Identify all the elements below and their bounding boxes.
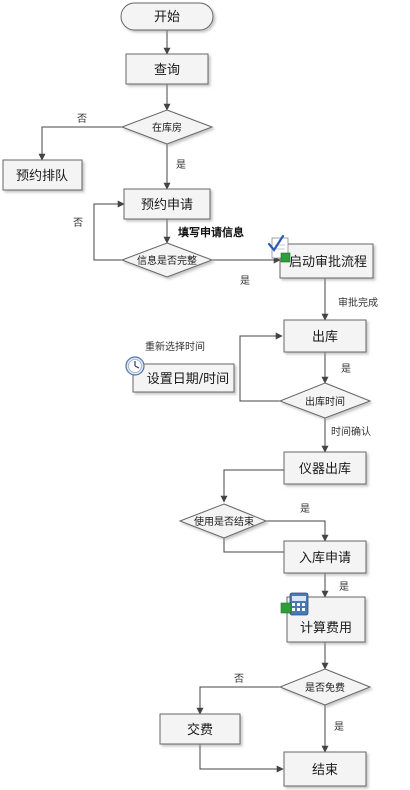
edge-outtime-outstock — [239, 332, 283, 402]
decision-info-complete: 信息是否完整 — [120, 242, 214, 278]
node-return-apply-label: 入库申请 — [299, 550, 351, 566]
node-start: 开始 — [120, 2, 214, 31]
node-queue: 预约排队 — [2, 159, 83, 191]
edge-instock-queue — [38, 126, 122, 161]
label-reselect-time: 重新选择时间 — [145, 340, 205, 353]
node-calc-fee-label: 计算费用 — [300, 621, 352, 636]
label-approval-done: 审批完成 — [338, 296, 378, 309]
decision-free-label: 是否免费 — [305, 681, 345, 694]
edge-pay-end — [199, 744, 284, 773]
decision-in-stock-label: 在库房 — [152, 121, 182, 134]
node-end-label: 结束 — [312, 763, 338, 778]
label-yes-out-time: 是 — [341, 363, 351, 375]
decision-free: 是否免费 — [278, 668, 372, 706]
node-query-label: 查询 — [154, 63, 180, 78]
node-pay-label: 交费 — [187, 722, 213, 738]
node-start-label: 开始 — [154, 10, 180, 25]
label-yes-calc: 是 — [339, 581, 349, 593]
edge-labels: 否 是 否 填写申请信息 是 审批完成 重新选择时间 是 时间确认 是 是 否 … — [73, 113, 378, 733]
decision-use-finished: 使用是否结束 — [178, 503, 268, 539]
label-no-refill: 否 — [73, 217, 83, 229]
decision-out-time-label: 出库时间 — [305, 395, 345, 408]
node-approval-label: 启动审批流程 — [289, 255, 367, 270]
document-check-icon — [267, 234, 291, 263]
clock-icon — [125, 356, 145, 376]
decision-out-time: 出库时间 — [278, 382, 372, 419]
edge-instrument-usefinished — [220, 469, 284, 503]
node-out-stock-label: 出库 — [312, 329, 338, 345]
node-query: 查询 — [125, 53, 209, 85]
decision-use-finished-label: 使用是否结束 — [194, 515, 254, 528]
node-instrument-out-label: 仪器出库 — [299, 461, 351, 477]
calculator-icon — [280, 592, 309, 616]
edge-infocomplete-apply — [93, 200, 125, 261]
node-return-apply: 入库申请 — [283, 540, 367, 574]
node-apply-label: 预约申请 — [141, 198, 193, 213]
edge-usefinished-returnapply-arrow — [266, 520, 329, 542]
node-end: 结束 — [283, 751, 367, 787]
label-yes-apply: 是 — [176, 159, 186, 171]
node-set-time-label: 设置日期/时间 — [147, 372, 229, 387]
label-yes-finished: 是 — [300, 503, 310, 515]
node-queue-label: 预约排队 — [16, 169, 68, 184]
label-yes-end: 是 — [334, 721, 344, 733]
edge-free-pay — [196, 686, 282, 715]
decision-in-stock: 在库房 — [120, 109, 214, 145]
node-pay: 交费 — [159, 713, 241, 745]
node-instrument-out: 仪器出库 — [283, 451, 367, 485]
node-approval: 启动审批流程 — [279, 243, 374, 279]
node-apply: 预约申请 — [123, 188, 211, 220]
node-set-time: 设置日期/时间 — [132, 363, 235, 393]
decision-info-complete-label: 信息是否完整 — [137, 254, 197, 267]
label-no-pay: 否 — [234, 673, 244, 685]
label-fill-info: 填写申请信息 — [178, 225, 244, 239]
label-no-queue: 否 — [77, 113, 87, 125]
label-time-confirm: 时间确认 — [331, 425, 371, 438]
node-out-stock: 出库 — [283, 319, 367, 353]
label-yes-approval: 是 — [240, 275, 250, 287]
